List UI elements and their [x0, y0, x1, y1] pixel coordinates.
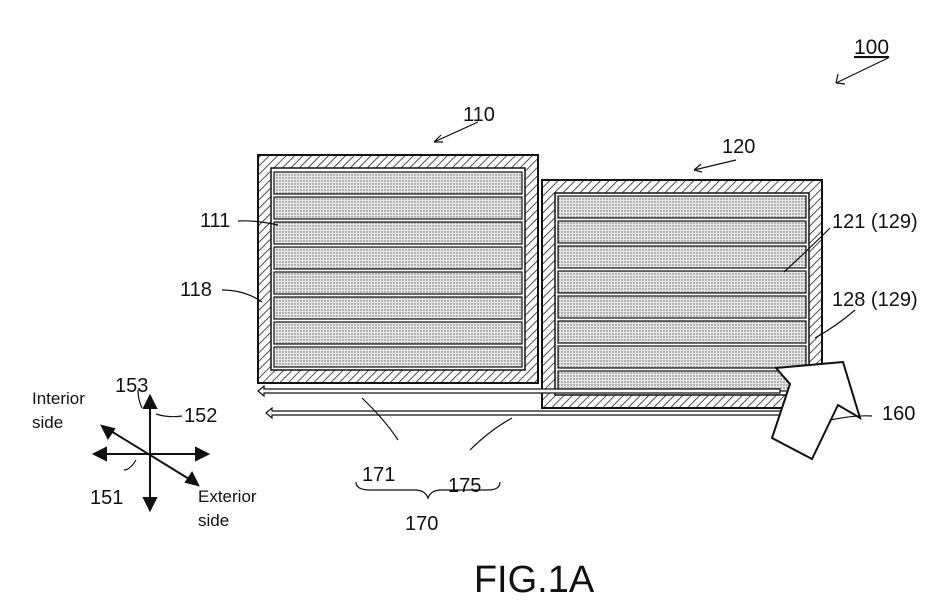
left-module: [258, 155, 538, 383]
label-interior-line1: Interior: [32, 389, 85, 408]
label-ref-111: 111: [200, 210, 230, 232]
label-exterior-line2: side: [198, 511, 229, 530]
label-ref-100: 100: [854, 36, 889, 59]
label-axis-153: 153: [115, 375, 148, 397]
label-ref-175: 175: [448, 475, 481, 497]
label-exterior-line1: Exterior: [198, 487, 257, 506]
left-cell-stack: [274, 172, 522, 367]
label-ref-118: 118: [180, 279, 212, 301]
right-cell-stack: [558, 196, 806, 391]
label-ref-120: 120: [722, 136, 755, 158]
label-ref-121: 121 (129): [832, 211, 918, 233]
label-ref-170: 170: [405, 513, 438, 535]
label-interior-line2: side: [32, 413, 63, 432]
label-ref-110: 110: [463, 104, 495, 126]
label-ref-171: 171: [362, 464, 395, 486]
label-ref-128: 128 (129): [832, 289, 918, 311]
airflow-arrow-160: [772, 362, 860, 459]
label-ref-160: 160: [882, 403, 915, 425]
channel-175-arrow: [266, 408, 790, 418]
label-axis-151: 151: [90, 487, 123, 509]
figure-caption: FIG.1A: [474, 559, 595, 601]
label-axis-152: 152: [184, 405, 217, 427]
